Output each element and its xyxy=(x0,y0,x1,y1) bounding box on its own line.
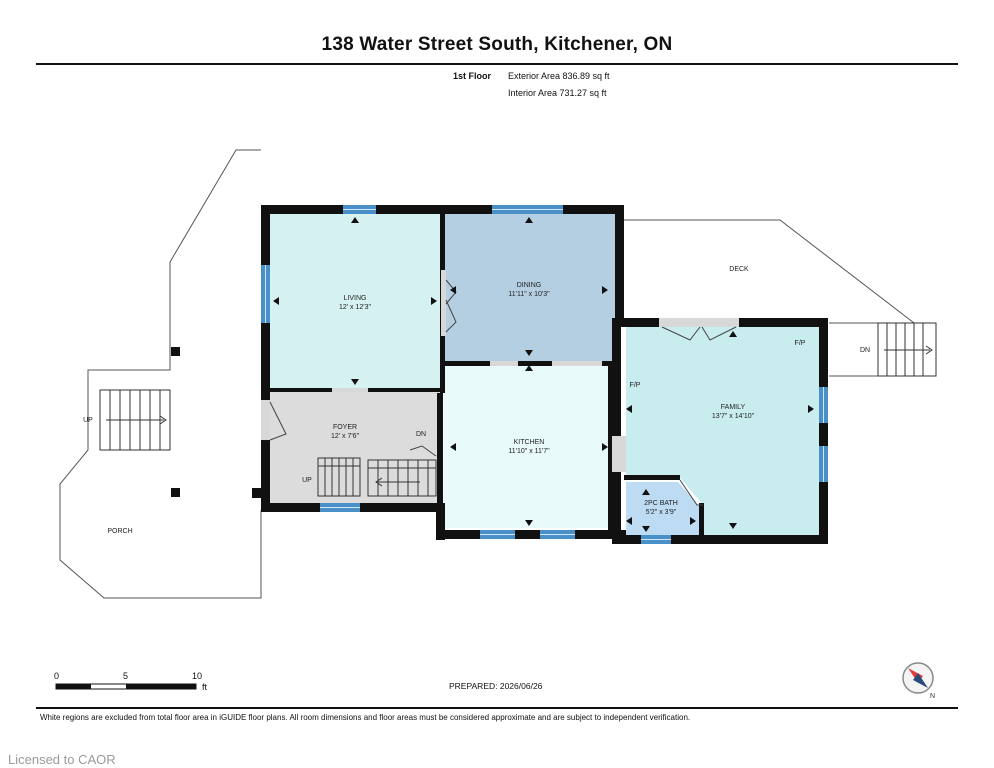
floor-label: 1st Floor xyxy=(453,71,492,81)
up-label-foyer: UP xyxy=(302,477,312,484)
scale-tick-10: 10 xyxy=(192,671,203,681)
deck-label: DECK xyxy=(729,266,749,273)
footer-rule xyxy=(36,707,958,709)
bath-dims: 5'2" x 3'9" xyxy=(646,509,677,516)
porch-outline xyxy=(59,149,262,599)
door-openings xyxy=(261,270,739,472)
disclaimer-text: White regions are excluded from total fl… xyxy=(40,713,691,722)
family-name: FAMILY xyxy=(721,404,746,411)
room-foyer xyxy=(269,392,441,503)
stairs-porch-up xyxy=(99,389,171,451)
dn-label-foyer: DN xyxy=(416,431,426,438)
exterior-area: Exterior Area 836.89 sq ft xyxy=(508,71,610,81)
title-underline xyxy=(36,63,958,65)
kitchen-dims: 11'10" x 11'7" xyxy=(508,448,550,455)
scale-bar xyxy=(55,683,197,690)
page-title: 138 Water Street South, Kitchener, ON xyxy=(321,34,673,55)
room-bath xyxy=(626,482,700,535)
compass-north: N xyxy=(930,693,935,700)
license-text: Licensed to CAOR xyxy=(8,752,116,767)
window-glass-lines xyxy=(265,209,824,540)
room-living xyxy=(269,213,441,389)
prepared-date: PREPARED: 2026/06/26 xyxy=(449,681,543,691)
dining-dims: 11'11" x 10'3" xyxy=(508,291,550,298)
interior-area: Interior Area 731.27 sq ft xyxy=(508,88,607,98)
scale-tick-0: 0 xyxy=(54,671,60,681)
bath-name: 2PC BATH xyxy=(644,500,678,507)
dimension-arrows xyxy=(273,217,814,532)
room-dining xyxy=(444,213,615,362)
fp-label-left: F/P xyxy=(630,382,641,389)
stairs-deck-down xyxy=(877,322,937,377)
scale-tick-5: 5 xyxy=(123,671,129,681)
dn-label-deck: DN xyxy=(860,347,870,354)
living-dims: 12' x 12'3" xyxy=(339,304,372,311)
room-kitchen xyxy=(444,365,612,528)
room-family xyxy=(626,326,820,535)
dining-name: DINING xyxy=(517,282,542,289)
stairs-foyer-up xyxy=(317,457,361,497)
kitchen-name: KITCHEN xyxy=(514,439,545,446)
foyer-dims: 12' x 7'6" xyxy=(331,433,360,440)
fp-label-right: F/P xyxy=(795,340,806,347)
stairs-foyer-down xyxy=(367,459,437,497)
foyer-name: FOYER xyxy=(333,424,357,431)
living-name: LIVING xyxy=(344,295,367,302)
up-label-porch: UP xyxy=(83,417,93,424)
scale-unit: ft xyxy=(202,682,208,692)
compass-icon: N xyxy=(902,662,935,700)
door-swings xyxy=(269,279,737,506)
family-dims: 13'7" x 14'10" xyxy=(712,413,755,420)
porch-label: PORCH xyxy=(107,528,132,535)
